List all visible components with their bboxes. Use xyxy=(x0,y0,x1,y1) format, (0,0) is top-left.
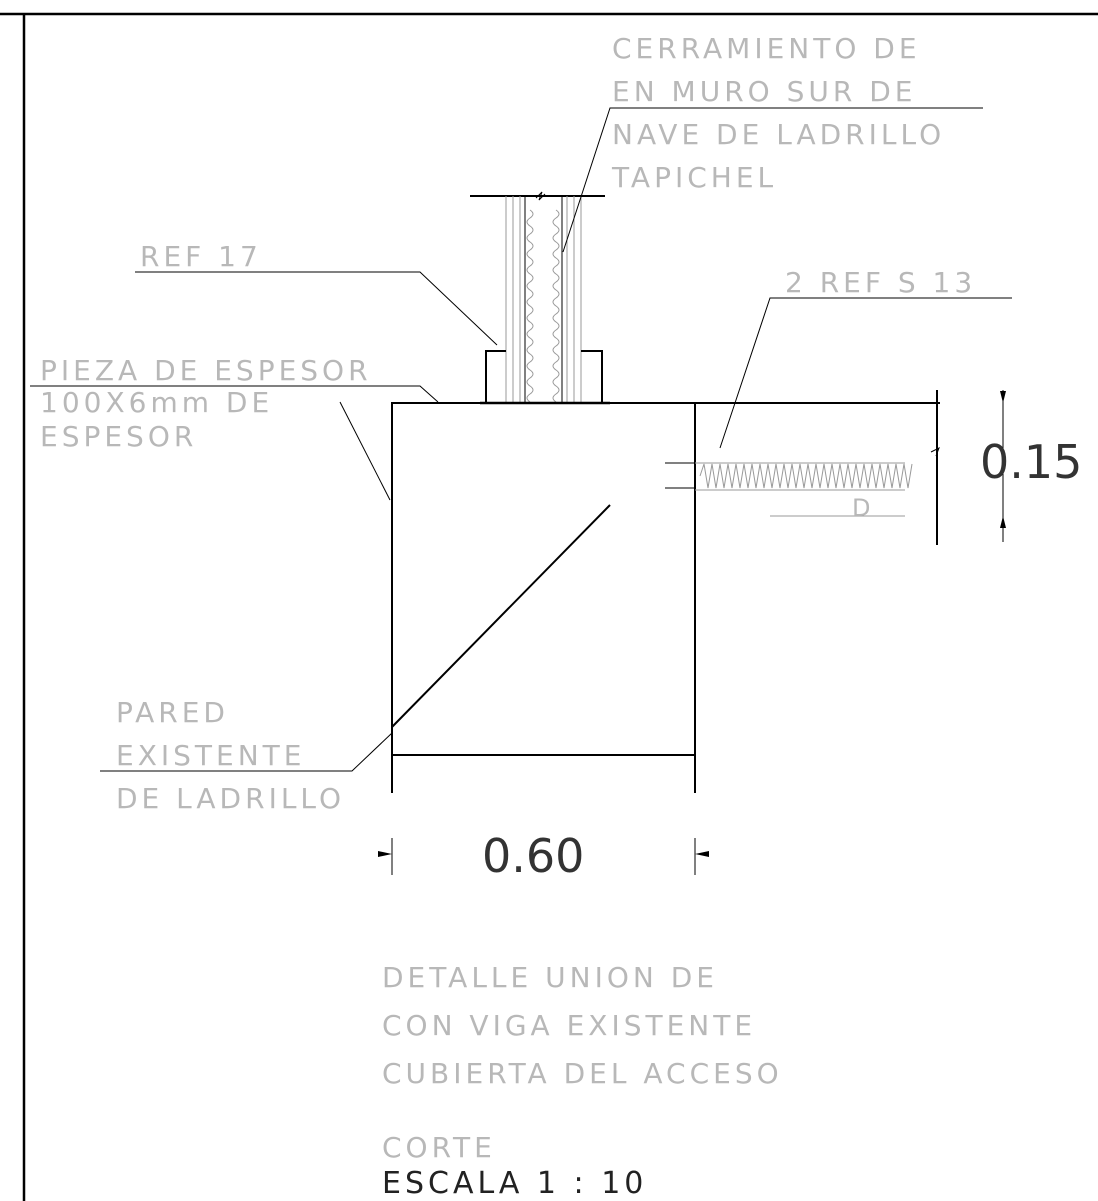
leader-lines xyxy=(30,107,1012,772)
existing-beam-section xyxy=(391,402,940,793)
cut-label: CORTE xyxy=(382,1131,496,1164)
wall-note-line-3: DE LADRILLO xyxy=(116,782,345,815)
detail-title-line-2: CON VIGA EXISTENTE xyxy=(382,1009,756,1042)
piece-note-line-3: ESPESOR xyxy=(40,420,197,453)
dimension-width: 0.60 xyxy=(378,754,709,883)
wall-note-line-1: PARED xyxy=(116,696,229,729)
dimension-height: 0.15 xyxy=(930,390,1082,545)
piece-note: PIEZA DE ESPESOR 100X6mm DE ESPESOR xyxy=(40,354,372,453)
anchor-small-label: D xyxy=(852,494,873,522)
wall-note-line-2: EXISTENTE xyxy=(116,739,305,772)
top-note-line-1: CERRAMIENTO DE xyxy=(612,32,921,65)
angle-profiles xyxy=(480,350,610,405)
sheet-border xyxy=(0,12,1098,1201)
piece-note-line-2: 100X6mm DE xyxy=(40,386,273,419)
piece-note-line-1: PIEZA DE ESPESOR xyxy=(40,354,372,387)
dimension-width-label: 0.60 xyxy=(482,829,584,883)
wall-note: PARED EXISTENTE DE LADRILLO xyxy=(116,696,345,815)
top-note-line-4: TAPICHEL xyxy=(611,161,777,194)
ref-right-label: 2 REF S 13 xyxy=(785,266,976,299)
ref-left-label: REF 17 xyxy=(140,240,262,273)
top-note-line-2: EN MURO SUR DE xyxy=(612,75,916,108)
top-note: CERRAMIENTO DE EN MURO SUR DE NAVE DE LA… xyxy=(611,32,945,194)
scale-label: ESCALA 1 : 10 xyxy=(382,1166,647,1201)
brick-wall-above xyxy=(470,191,605,403)
detail-title-line-1: DETALLE UNION DE xyxy=(382,961,718,994)
dimension-height-label: 0.15 xyxy=(980,435,1082,489)
detail-title-line-3: CUBIERTA DEL ACCESO xyxy=(382,1057,783,1090)
top-note-line-3: NAVE DE LADRILLO xyxy=(612,118,945,151)
detail-title: DETALLE UNION DE CON VIGA EXISTENTE CUBI… xyxy=(382,961,783,1090)
anchor-rod: D xyxy=(665,462,913,522)
